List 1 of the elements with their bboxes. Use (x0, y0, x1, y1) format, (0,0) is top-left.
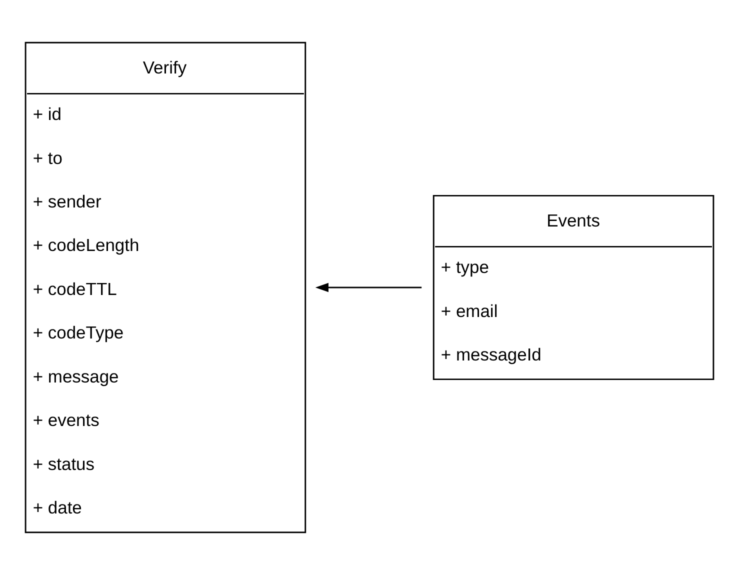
arrow (315, 282, 422, 292)
